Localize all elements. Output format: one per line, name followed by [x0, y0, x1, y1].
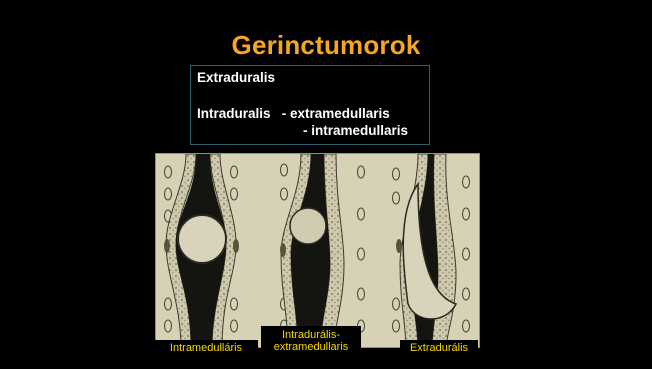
- caption-intradural-extramedullary: Intradurális- extramedullaris: [261, 326, 361, 356]
- classification-extradural: Extraduralis: [197, 70, 275, 85]
- caption-extradural: Extradurális: [400, 340, 478, 356]
- classification-box: Extraduralis Intraduralis - extramedulla…: [190, 65, 430, 145]
- caption-intramedullary: Intramedulláris: [154, 340, 258, 356]
- caption-intradural-line2: extramedullaris: [264, 341, 358, 353]
- intramedullary-drawing: [164, 154, 239, 348]
- caption-intradural-line1: Intradurális-: [264, 329, 358, 341]
- spinal-tumor-drawings: [156, 154, 480, 348]
- classification-intramedullary: - intramedullaris: [303, 123, 408, 138]
- extradural-drawing: [393, 154, 470, 348]
- intradural-extramedullary-drawing: [280, 154, 365, 348]
- classification-intradural-extramedullary: Intraduralis - extramedullaris: [197, 106, 390, 121]
- tumor-illustration: [155, 153, 480, 348]
- slide-title: Gerinctumorok: [0, 30, 652, 61]
